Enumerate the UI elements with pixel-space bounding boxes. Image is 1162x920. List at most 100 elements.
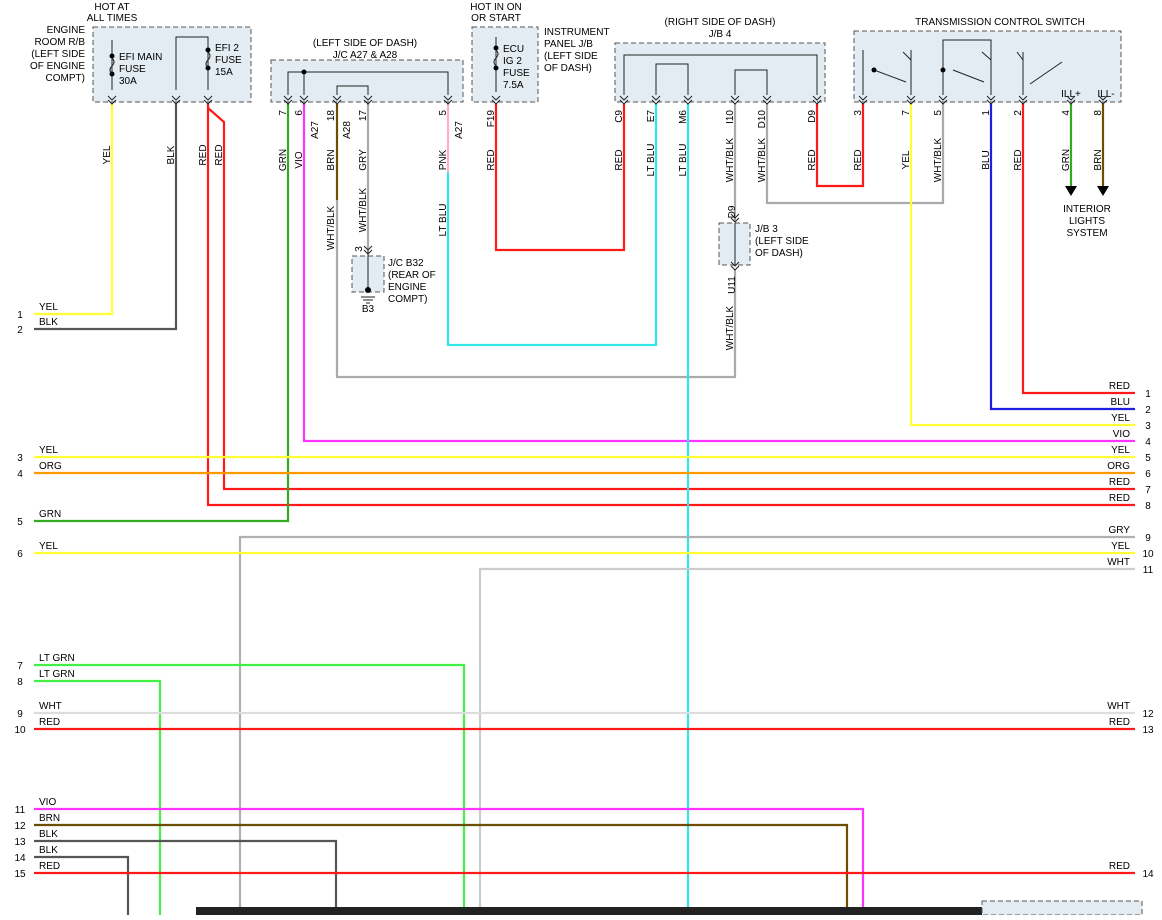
connector-chevron-4-icon <box>299 95 309 105</box>
connector-chevron-8-icon <box>491 95 501 105</box>
left-pin-13: 13 <box>14 837 26 848</box>
top-pin-19-wire: RED <box>1013 149 1024 170</box>
wire-blk-ground <box>34 104 178 331</box>
top-pin-18-number: 1 <box>981 110 992 116</box>
jb4-bus-ltblu <box>655 63 689 95</box>
top-pin-5-wire: GRY <box>358 149 369 171</box>
label-red-2: RED <box>214 144 225 165</box>
left-pin-8: 8 <box>17 677 23 688</box>
jc-b32-label-1: (REAR OF <box>388 270 436 281</box>
jc-a27-bus <box>287 71 449 95</box>
wire-lt-grn-7 <box>34 663 466 915</box>
wire-brn-12 <box>34 823 849 915</box>
right-wire-color-5: YEL <box>1111 445 1130 456</box>
engine-room-rb-label-4: COMPT) <box>46 73 85 84</box>
ecu-node-a <box>493 45 499 51</box>
top-pin-5-number: 17 <box>358 110 369 122</box>
left-wire-color-2: BLK <box>39 317 58 328</box>
left-wire-color-4: ORG <box>39 461 62 472</box>
jb4-bus-outer <box>623 54 818 95</box>
left-pin-11: 11 <box>15 805 26 816</box>
ecu-ig2-box <box>471 26 539 103</box>
left-pin-4: 4 <box>17 469 23 480</box>
top-pin-10-number: E7 <box>646 110 657 123</box>
left-wire-color-3: YEL <box>39 445 58 456</box>
connector-chevron-15-icon <box>858 95 868 105</box>
ecu-ig2-label-0: ECU <box>503 44 524 55</box>
right-wire-color-3: YEL <box>1111 413 1130 424</box>
connector-chevron-19-icon <box>1018 95 1028 105</box>
jc-a27-node <box>301 69 307 75</box>
efi2-fuse-path <box>175 36 209 90</box>
top-pin-1-number: 6 <box>294 110 305 116</box>
transmission-control-switch-box <box>853 30 1122 103</box>
left-pin-5: 5 <box>17 517 23 528</box>
wire-yel-efi-main <box>34 104 114 316</box>
jb3-chevron-top-icon <box>730 213 740 223</box>
right-pin-8: 8 <box>1145 501 1151 512</box>
top-pin-11-wire: LT BLU <box>678 144 689 177</box>
top-pin-6-number: 5 <box>438 110 449 116</box>
left-pin-6: 6 <box>17 549 23 560</box>
arrow-ill-minus-icon <box>1097 186 1109 196</box>
left-pin-15: 15 <box>14 869 26 880</box>
connector-chevron-2-icon <box>203 95 213 105</box>
connector-chevron-5-icon <box>332 95 342 105</box>
left-wire-color-7: LT GRN <box>39 653 75 664</box>
wire-wht-blk-loop <box>335 200 737 379</box>
top-pin-20-wire: GRN <box>1061 149 1072 171</box>
connector-chevron-13-icon <box>762 95 772 105</box>
label-lt-blu-vert: LT BLU <box>438 204 449 237</box>
top-pin-3-number: 18 <box>326 110 337 122</box>
partial-box-bottom <box>981 900 1143 916</box>
tcs-contact-1-icon <box>873 69 907 83</box>
connector-chevron-20-icon <box>1066 95 1076 105</box>
connector-chevron-18-icon <box>986 95 996 105</box>
efi2-fuse-icon <box>205 51 211 69</box>
jb4-title-0: (RIGHT SIDE OF DASH) <box>665 17 776 28</box>
left-pin-2: 2 <box>17 325 23 336</box>
left-pin-7: 7 <box>17 661 23 672</box>
right-wire-color-10: YEL <box>1111 541 1130 552</box>
top-pin-8-number: F19 <box>486 110 497 128</box>
label-yel-main: YEL <box>102 145 113 164</box>
right-pin-14: 14 <box>1142 869 1154 880</box>
right-wire-color-12: WHT <box>1107 701 1130 712</box>
jc-b32-label-3: COMPT) <box>388 294 427 305</box>
wire-red-ecu-ig2 <box>494 104 626 252</box>
arrow-ill-plus-icon <box>1065 186 1077 196</box>
right-pin-13: 13 <box>1142 725 1154 736</box>
efi2-node-a <box>205 47 211 53</box>
right-pin-7: 7 <box>1145 485 1151 496</box>
top-pin-16-wire: YEL <box>901 150 912 169</box>
left-wire-color-6: YEL <box>39 541 58 552</box>
tcs-contact-1b <box>902 51 912 61</box>
top-pin-21-wire: BRN <box>1093 149 1104 170</box>
top-pin-0-wire: GRN <box>278 149 289 171</box>
connector-chevron-12-icon <box>730 95 740 105</box>
hot-at-all-times-0: HOT AT <box>94 2 129 13</box>
connector-chevron-21-icon <box>1098 95 1108 105</box>
right-wire-color-6: ORG <box>1107 461 1130 472</box>
engine-room-rb-label-0: ENGINE <box>47 25 86 36</box>
tcs-contact-2-icon <box>952 69 985 83</box>
jb4-bus-whtblk <box>734 69 768 95</box>
top-pin-14-number: D9 <box>807 110 818 123</box>
instrument-panel-jb-label-0: INSTRUMENT <box>544 27 610 38</box>
top-pin-1-wire: VIO <box>294 151 305 168</box>
efi-main-label-0: EFI MAIN <box>119 52 162 63</box>
right-pin-9: 9 <box>1145 533 1151 544</box>
left-wire-color-15: RED <box>39 861 60 872</box>
left-pin-3: 3 <box>17 453 23 464</box>
jc-a28-bus <box>336 85 369 95</box>
top-pin-14-wire: RED <box>807 149 818 170</box>
top-pin-18-wire: BLU <box>981 150 992 169</box>
right-pin-4: 4 <box>1145 437 1151 448</box>
jb3-label-0: J/B 3 <box>755 224 778 235</box>
wire-red-efi2-b <box>207 107 1135 491</box>
connector-chevron-7-icon <box>443 95 453 105</box>
wire-blu-switch <box>989 104 1135 411</box>
